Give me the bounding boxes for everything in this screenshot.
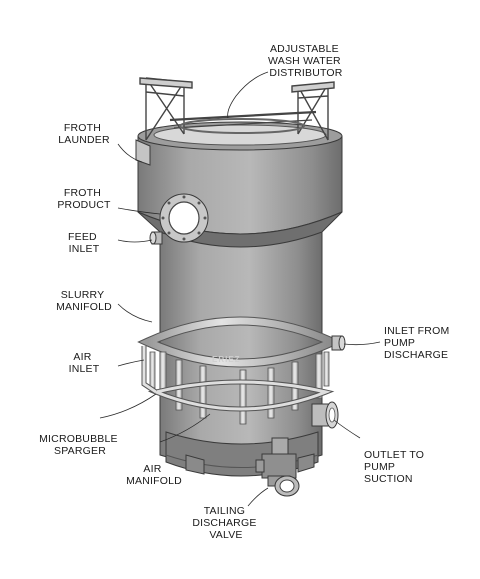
label-feed-inlet: FEED INLET	[68, 231, 100, 255]
label-froth-launder: FROTH LAUNDER	[58, 122, 110, 146]
callout-labels: ADJUSTABLE WASH WATER DISTRIBUTOR FROTH …	[39, 43, 453, 541]
pump-suction-outlet	[311, 401, 339, 429]
feed-inlet-nozzle	[149, 231, 163, 245]
leader-lines	[99, 71, 381, 507]
air-inlet-pipe	[141, 346, 158, 395]
tailing-discharge-valve	[255, 437, 300, 497]
wash-water-distributor	[139, 77, 335, 141]
label-microbubble-sparger: MICROBUBBLE SPARGER	[39, 433, 121, 457]
label-slurry-manifold: SLURRY MANIFOLD	[56, 289, 112, 313]
brand-mark: ERIEZ	[212, 355, 241, 364]
label-air-inlet: AIR INLET	[69, 351, 100, 375]
froth-product-nozzle	[159, 193, 209, 243]
air-manifold-ring	[147, 379, 335, 412]
label-outlet-to-pump-suction: OUTLET TO PUMP SUCTION	[364, 449, 427, 485]
label-froth-product: FROTH PRODUCT	[57, 187, 111, 211]
label-air-manifold: AIR MANIFOLD	[126, 463, 182, 487]
label-inlet-from-pump-discharge: INLET FROM PUMP DISCHARGE	[384, 325, 453, 361]
label-tailing-discharge-valve: TAILING DISCHARGE VALVE	[192, 505, 259, 541]
pump-discharge-inlet	[331, 335, 346, 351]
label-wash-water-distributor: ADJUSTABLE WASH WATER DISTRIBUTOR	[268, 43, 344, 79]
